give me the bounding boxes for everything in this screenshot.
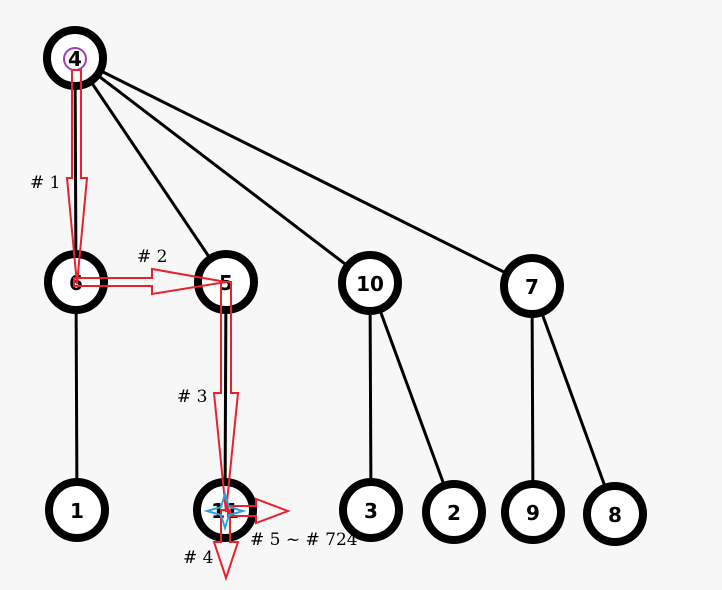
node-10-label: 10 [356,272,384,296]
edge-7-8 [530,285,617,515]
node-9: 9 [501,480,565,544]
node-9-label: 9 [526,501,540,525]
step-1-label: # 1 [30,173,60,193]
node-8-label: 8 [608,503,622,527]
edge-4-5 [73,57,228,283]
step-3-arrow [212,281,240,513]
step-4-label: # 4 [183,548,213,568]
step-1-arrow [65,69,89,285]
node-7: 7 [500,254,564,318]
node-1: 1 [45,478,109,542]
step-2-arrow [73,267,227,296]
node-1-label: 1 [70,499,84,523]
node-10: 10 [338,251,402,315]
edge-4-7 [74,56,533,288]
step-5-label: # 5 ~ # 724 [250,530,358,550]
node-7-label: 7 [525,275,539,299]
node-4-label: 4 [68,47,82,71]
node-8: 8 [583,482,647,546]
step-5-arrow [227,497,291,525]
edge-6-1 [74,281,79,511]
edge-4-10 [74,56,371,285]
edge-10-2 [368,282,456,513]
edges [73,56,617,515]
step-3-label: # 3 [177,387,207,407]
node-3-label: 3 [364,499,378,523]
node-2: 2 [422,480,486,544]
step-labels: # 1 # 2 # 3 # 4 # 5 ~ # 724 [30,173,358,568]
node-3: 3 [339,478,403,542]
star-icon [203,490,247,532]
edge-5-11 [223,281,228,511]
traversal-arrows [65,69,291,582]
step-2-label: # 2 [137,247,167,267]
edge-10-3 [368,282,373,511]
edge-4-6 [73,57,78,283]
edge-7-9 [530,285,535,513]
node-2-label: 2 [447,501,461,525]
node-4: 4 [43,26,107,90]
